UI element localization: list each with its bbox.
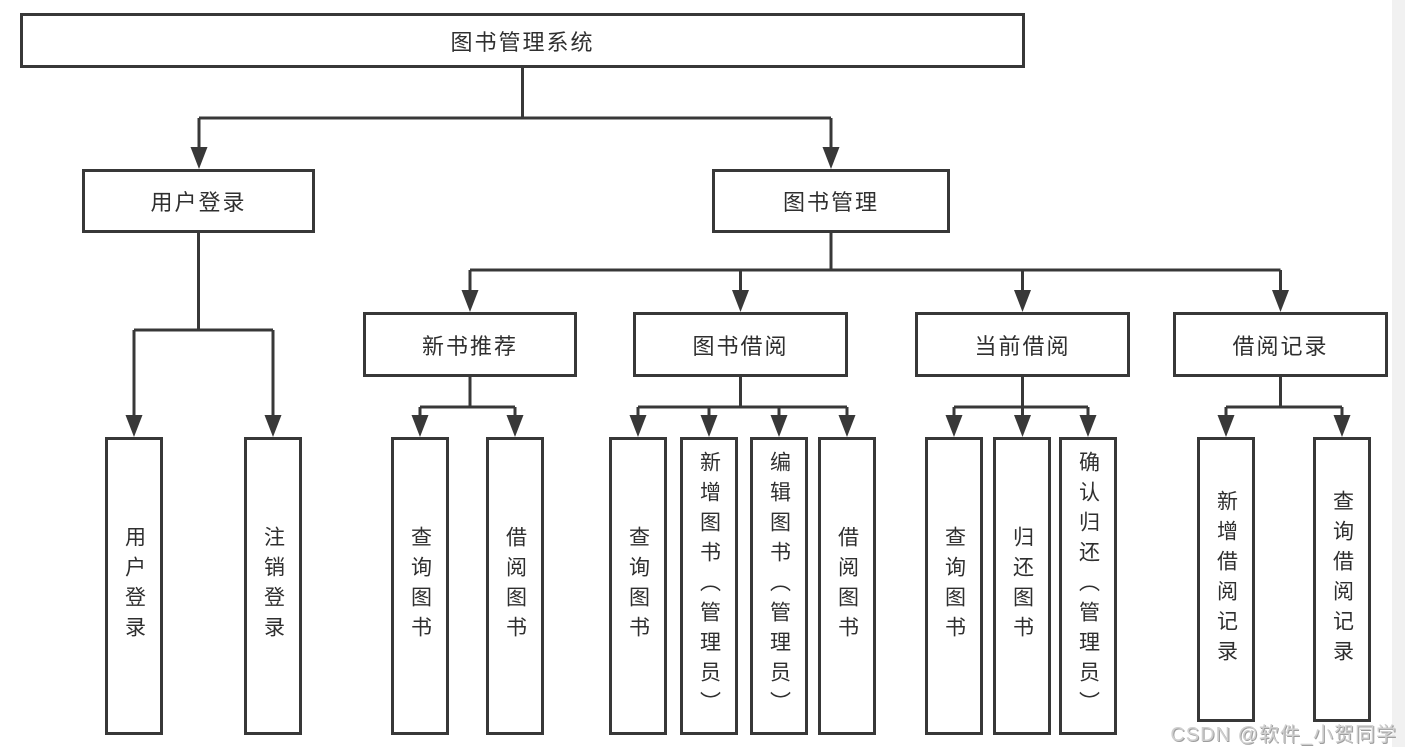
leaf-confirm-return-admin: 确认归还（管理员）	[1059, 437, 1117, 735]
rail-borrow-records	[1226, 377, 1342, 409]
leaf-logout: 注销登录	[244, 437, 302, 735]
node-label: 注销登录	[261, 526, 285, 646]
node-label: 查询图书	[942, 526, 966, 646]
node-label: 借阅图书	[503, 526, 527, 646]
arrowheads	[125, 147, 1351, 437]
node-label: 新书推荐	[421, 333, 518, 359]
leaf-user-login: 用户登录	[105, 437, 163, 735]
rail-book-management	[470, 233, 1281, 272]
node-new-book-recommend: 新书推荐	[363, 312, 577, 377]
node-label: 查询图书	[626, 526, 650, 646]
page-edge-strip	[1392, 0, 1405, 747]
rail-book-borrow	[638, 377, 847, 409]
node-label: 确认归还（管理员）	[1076, 451, 1100, 721]
node-user-login: 用户登录	[82, 169, 315, 233]
leaf-add-book-admin: 新增图书（管理员）	[680, 437, 738, 735]
node-label: 图书借阅	[692, 333, 789, 359]
node-label: 图书管理系统	[450, 29, 595, 55]
node-label: 查询借阅记录	[1330, 489, 1354, 670]
arrow-shafts-leaves	[418, 407, 1344, 418]
node-label: 图书管理	[782, 190, 879, 215]
node-book-management: 图书管理	[712, 169, 950, 233]
node-label: 查询图书	[408, 526, 432, 646]
node-label: 编辑图书（管理员）	[767, 451, 791, 721]
node-current-borrow: 当前借阅	[915, 312, 1130, 377]
node-borrow-records: 借阅记录	[1173, 312, 1388, 377]
leaf-query-book: 查询图书	[925, 437, 983, 735]
rail-user-login	[134, 233, 273, 332]
arrow-shafts-level3	[468, 270, 1282, 294]
node-label: 新增借阅记录	[1214, 489, 1238, 670]
leaf-return-book: 归还图书	[993, 437, 1051, 735]
leaf-edit-book-admin: 编辑图书（管理员）	[750, 437, 808, 735]
node-label: 归还图书	[1010, 526, 1034, 646]
leaf-query-borrow-record: 查询借阅记录	[1313, 437, 1371, 722]
leaf-query-book: 查询图书	[609, 437, 667, 735]
node-library-management-system: 图书管理系统	[20, 13, 1025, 68]
node-book-borrow: 图书借阅	[633, 312, 848, 377]
node-label: 借阅图书	[835, 526, 859, 646]
node-label: 用户登录	[150, 190, 247, 215]
node-label: 当前借阅	[974, 333, 1071, 359]
arrow-shafts-user-login-leaves	[132, 330, 275, 418]
rail-root	[199, 68, 831, 120]
rail-current-borrow	[954, 377, 1088, 409]
arrow-shafts-level2	[197, 118, 833, 150]
rail-new-book-recommend	[420, 377, 515, 409]
node-label: 新增图书（管理员）	[697, 451, 721, 721]
leaf-query-book: 查询图书	[391, 437, 449, 735]
node-label: 借阅记录	[1232, 333, 1329, 359]
leaf-borrow-book: 借阅图书	[486, 437, 544, 735]
leaf-borrow-book: 借阅图书	[818, 437, 876, 735]
csdn-watermark: CSDN @软件_小贺同学	[1170, 724, 1397, 746]
node-label: 用户登录	[122, 526, 146, 646]
leaf-add-borrow-record: 新增借阅记录	[1197, 437, 1255, 722]
